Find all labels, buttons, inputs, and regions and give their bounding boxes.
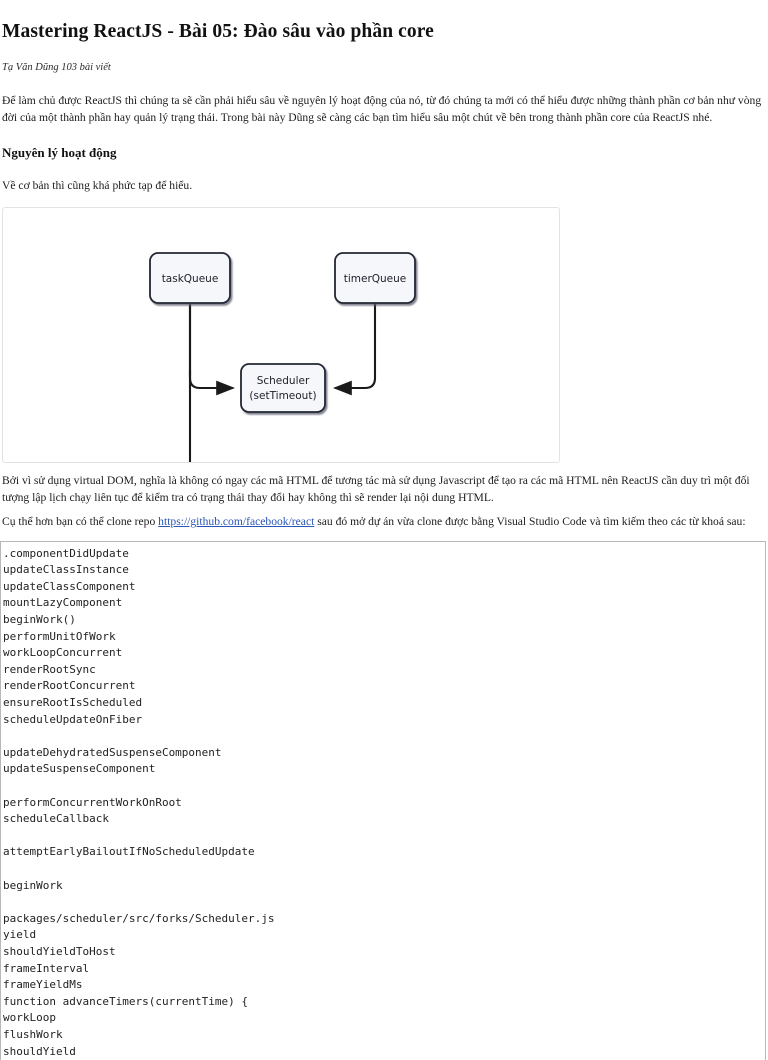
- code-line: performConcurrentWorkOnRoot: [3, 795, 182, 809]
- code-line: [3, 894, 765, 911]
- author-byline: Tạ Văn Dũng 103 bài viết: [2, 62, 111, 74]
- code-line: [3, 828, 765, 845]
- code-line: function advanceTimers(currentTime) {: [3, 994, 249, 1008]
- node-timerqueue: timerQueue: [334, 252, 416, 305]
- code-line: mountLazyComponent: [3, 596, 123, 610]
- code-line: frameInterval: [3, 961, 90, 975]
- code-line: shouldYieldToHost: [3, 944, 116, 958]
- section-heading: Nguyên lý hoạt động: [2, 145, 117, 161]
- code-line: beginWork: [3, 878, 63, 892]
- github-repo-link[interactable]: https://github.com/facebook/react: [158, 515, 315, 529]
- code-line: scheduleUpdateOnFiber: [3, 712, 143, 726]
- repo-text-before: Cụ thể hơn bạn có thể clone repo: [2, 515, 159, 529]
- code-line: updateClassInstance: [3, 563, 129, 577]
- node-taskqueue-label: taskQueue: [162, 273, 219, 285]
- code-line: updateClassComponent: [3, 579, 136, 593]
- code-line: yield: [3, 928, 37, 942]
- repo-text-after: sau đó mở dự án vừa clone được bằng Visu…: [314, 515, 746, 529]
- arrow-into-scheduler-right: [332, 378, 377, 396]
- scheduler-flow-diagram: taskQueue timerQueue Scheduler (setTimeo…: [149, 252, 416, 463]
- repo-paragraph: Cụ thể hơn bạn có thể clone repo https:/…: [0, 506, 768, 530]
- code-line: ensureRootIsScheduled: [3, 696, 143, 710]
- node-timerqueue-label: timerQueue: [344, 273, 407, 285]
- code-line: performUnitOfWork: [3, 629, 116, 643]
- arrow-into-scheduler-left: [188, 378, 236, 396]
- code-line: workLoopConcurrent: [3, 646, 123, 660]
- code-line: [3, 728, 765, 745]
- diagram-container: taskQueue timerQueue Scheduler (setTimeo…: [2, 207, 560, 464]
- code-line: attemptEarlyBailoutIfNoScheduledUpdate: [3, 845, 255, 859]
- after-diagram-paragraph: Bởi vì sử dụng virtual DOM, nghĩa là khô…: [2, 474, 750, 504]
- code-line: workLoop: [3, 1011, 56, 1025]
- node-scheduler: Scheduler (setTimeout): [240, 363, 326, 414]
- code-line: scheduleCallback: [3, 812, 109, 826]
- section-paragraph: Về cơ bản thì cũng khá phức tạp để hiểu.: [2, 178, 193, 192]
- code-line: flushWork: [3, 1027, 63, 1041]
- code-line: frameYieldMs: [3, 978, 83, 992]
- code-line: beginWork(): [3, 613, 76, 627]
- code-line: shouldYield: [3, 1044, 76, 1058]
- code-line: [3, 778, 765, 795]
- code-line: renderRootConcurrent: [3, 679, 136, 693]
- intro-paragraph: Để làm chủ được ReactJS thì chúng ta sẽ …: [2, 94, 762, 124]
- code-block[interactable]: .componentDidUpdate updateClassInstance up…: [0, 540, 766, 1060]
- page-title: Mastering ReactJS - Bài 05: Đào sâu vào …: [2, 21, 434, 42]
- node-scheduler-label-line2: (setTimeout): [249, 390, 316, 402]
- code-line: .componentDidUpdate: [3, 546, 129, 560]
- code-line: renderRootSync: [3, 662, 96, 676]
- code-line: packages/scheduler/src/forks/Scheduler.j…: [3, 911, 275, 925]
- code-line: updateSuspenseComponent: [3, 762, 156, 776]
- node-taskqueue: taskQueue: [149, 252, 231, 305]
- code-line: [3, 861, 765, 878]
- node-scheduler-label-line1: Scheduler: [257, 375, 310, 387]
- code-line: updateDehydratedSuspenseComponent: [3, 745, 222, 759]
